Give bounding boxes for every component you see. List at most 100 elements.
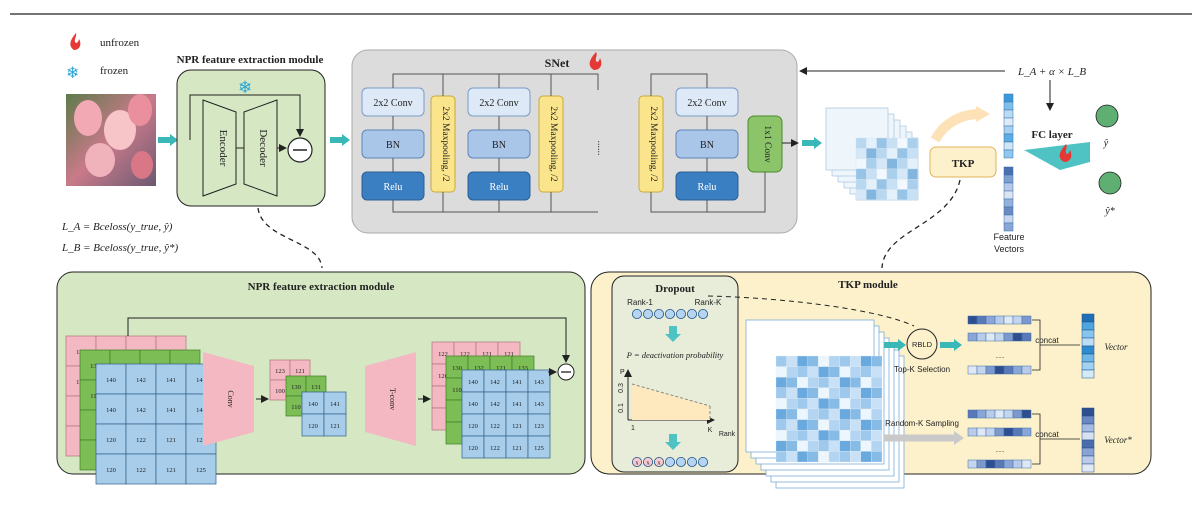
vector-cell xyxy=(1003,133,1014,143)
grid-value: 140 xyxy=(106,377,116,384)
grid-value: 120 xyxy=(468,423,478,430)
legend-frozen: frozen xyxy=(100,65,129,77)
grid-value: 141 xyxy=(166,377,176,384)
grid-value: 120 xyxy=(308,423,318,430)
x1-label: 1 xyxy=(631,425,635,432)
cube-cell xyxy=(871,451,883,463)
cube-cell xyxy=(839,419,851,431)
rank-circle xyxy=(698,456,709,467)
grid-value: 143 xyxy=(534,401,544,408)
ystar-label: ŷ* xyxy=(1104,206,1114,217)
grid-value: 121 xyxy=(330,423,340,430)
rbld-label: RBLD xyxy=(912,340,933,349)
concat-label-2: concat xyxy=(1035,430,1059,439)
heatmap-cell xyxy=(907,137,919,149)
grid-value: 110 xyxy=(291,404,301,411)
cube-cell xyxy=(786,398,798,410)
cube-cell xyxy=(860,377,872,388)
vector-cell xyxy=(1003,125,1014,135)
cube-cell xyxy=(807,355,819,367)
cube-cell xyxy=(828,440,840,452)
heatmap-cell xyxy=(866,137,877,149)
feature-vectors-label-1: Feature xyxy=(993,232,1024,242)
grid-value: 142 xyxy=(136,407,146,414)
feature-vector-top xyxy=(1003,93,1014,159)
grid-value: 122 xyxy=(136,467,146,474)
cube-cell xyxy=(818,419,830,431)
cube-cell xyxy=(839,377,851,388)
heatmap-cell xyxy=(866,189,877,201)
snet-title: SNet xyxy=(545,56,570,70)
relu-label-3: Relu xyxy=(698,182,717,193)
vector-cell xyxy=(1003,101,1014,111)
grid-value: 121 xyxy=(512,423,522,430)
tkp-module-bottom: TKP module Dropout Rank-1 Rank-K P = dea… xyxy=(590,271,1152,489)
cube-cell xyxy=(828,355,840,367)
cube-cell xyxy=(797,366,808,378)
snowflake-icon: ❄ xyxy=(238,78,252,98)
cube-cell xyxy=(850,355,861,367)
conv-label-3: 2x2 Conv xyxy=(687,98,726,109)
cube-cell xyxy=(775,366,787,378)
heatmap-cell xyxy=(907,168,919,180)
cube-cell xyxy=(839,355,851,367)
snet-module: SNet 2x2 Conv BN Relu 2x2 Maxpooling, /2… xyxy=(351,49,799,234)
curved-arrow xyxy=(930,109,981,143)
grid-value: 130 xyxy=(452,365,462,372)
cube-cell xyxy=(775,440,787,452)
dropout-arrow-2 xyxy=(665,442,681,450)
vector-cell xyxy=(967,427,978,437)
conv-shape xyxy=(203,352,254,446)
cube-cell xyxy=(871,355,883,367)
grid-value: 110 xyxy=(90,393,100,400)
cube-cell xyxy=(818,398,830,410)
flame-icon xyxy=(70,33,81,50)
cube-cell xyxy=(860,451,872,463)
cube-cell xyxy=(775,398,787,410)
grid-value: 123 xyxy=(534,423,544,430)
heatmap-cell xyxy=(897,168,908,180)
cube-cell xyxy=(786,366,798,378)
grid-value: 120 xyxy=(106,437,116,444)
flame-icon xyxy=(589,52,602,70)
heatmap-cell xyxy=(886,189,898,201)
flame-icon xyxy=(1059,144,1072,162)
vector-cell xyxy=(1003,182,1014,192)
cube-cell xyxy=(775,355,787,367)
cube-cell xyxy=(860,398,872,410)
grid-value: 125 xyxy=(196,467,206,474)
rank-circle xyxy=(676,308,687,319)
grid-value: 142 xyxy=(490,379,500,386)
heatmap-cell xyxy=(855,137,867,149)
vector-cell xyxy=(1003,198,1014,208)
vector-cell xyxy=(1003,332,1014,342)
dropped-circle xyxy=(654,456,665,467)
heatmap-cell xyxy=(886,137,898,149)
vector-cell xyxy=(1003,190,1014,200)
cube-cell xyxy=(818,440,830,452)
grid-value: 143 xyxy=(196,377,206,384)
vector-cell xyxy=(985,427,996,437)
snowflake-icon: ❄ xyxy=(66,63,79,82)
reconstructed-grid: 1221221211211201001001301321211331101101… xyxy=(431,341,551,459)
cube-cell xyxy=(850,408,861,420)
cube-cell xyxy=(839,387,851,399)
vector-cell xyxy=(1003,141,1014,151)
cube-cell xyxy=(807,377,819,388)
randomk-label: Random-K Sampling xyxy=(885,419,959,428)
npr-module-top: NPR feature extraction module ❄ Encoder … xyxy=(176,54,326,207)
tconv-label: T-conv xyxy=(388,388,397,410)
grid-value: 123 xyxy=(196,437,206,444)
concat-vector-cell xyxy=(1081,423,1095,433)
bn-label-3: BN xyxy=(700,140,714,151)
grid-value: 131 xyxy=(311,384,321,391)
vector-cell xyxy=(1012,315,1023,325)
grid-cell xyxy=(155,393,187,425)
heatmap-cell xyxy=(897,178,908,190)
heatmap-cell xyxy=(876,189,888,201)
vector-cell xyxy=(985,409,996,419)
rank1-label: Rank-1 xyxy=(627,298,653,307)
grid-value: 100 xyxy=(275,388,285,395)
maxpool-label-3: 2x2 Maxpooling, /2 xyxy=(648,106,658,181)
concat-label-1: concat xyxy=(1035,336,1059,345)
